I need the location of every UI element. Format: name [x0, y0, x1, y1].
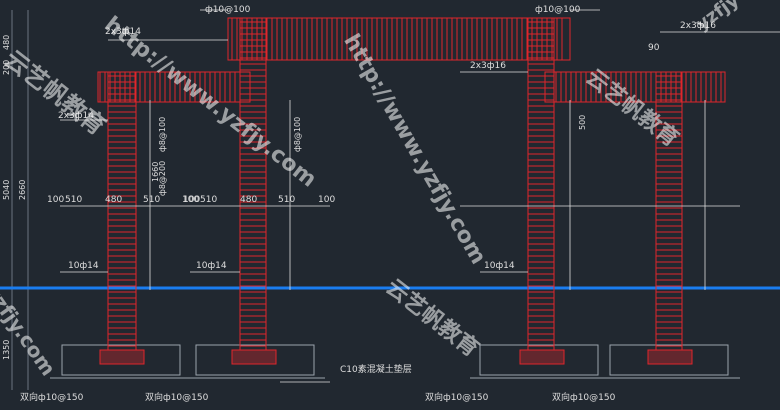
label-stirrup-top-right: ф10@100 — [535, 5, 581, 15]
label-dim-90: 90 — [648, 43, 660, 53]
label-bars-tl: 2x3ф14 — [105, 27, 141, 37]
label-base-bar-2: 双向ф10@150 — [145, 391, 209, 403]
label-stirrup-top-left: ф10@100 — [205, 5, 251, 15]
dim-label: 510 — [200, 195, 217, 205]
left-vertical-dims: 480 200 5040 2660 1350 — [2, 35, 27, 360]
dim-label: 510 — [143, 195, 160, 205]
label-bars-left: 2x3ф14 — [58, 111, 94, 121]
label-main-bar-left: 10ф14 — [68, 261, 99, 271]
label-stirrup-v2: ф8@200 — [158, 161, 167, 196]
dim-label: 100 — [318, 195, 335, 205]
dim-label: 100 — [183, 195, 200, 205]
label-base-bar-4: 双向ф10@150 — [552, 391, 616, 403]
label-main-bar-right: 10ф14 — [484, 261, 515, 271]
label-pad-note: C10素混凝土垫层 — [340, 363, 412, 375]
dim-label: 200 — [2, 60, 11, 75]
label-bars-tr: 2x3ф16 — [680, 21, 716, 31]
label-base-bar-3: 双向ф10@150 — [425, 391, 489, 403]
dimension-lines — [60, 9, 780, 383]
label-v-500: 500 — [578, 115, 587, 130]
label-stirrup-v3: ф8@100 — [293, 117, 302, 152]
dim-label: 100 — [182, 195, 199, 205]
stirrup-lines — [99, 18, 722, 347]
dim-label: 510 — [65, 195, 82, 205]
dim-label: 100 — [47, 195, 64, 205]
label-base-bar-1: 双向ф10@150 — [20, 391, 84, 403]
dim-label: 1350 — [2, 340, 11, 360]
dim-label: 480 — [2, 35, 11, 50]
foundations — [50, 344, 740, 379]
frame-outline — [11, 10, 29, 390]
dim-label: 480 — [240, 195, 257, 205]
dim-label: 5040 — [2, 180, 11, 200]
label-main-bar-left2: 10ф14 — [196, 261, 227, 271]
label-v-1660: 1660 — [151, 162, 160, 182]
label-bars-center: 2x3ф16 — [470, 61, 506, 71]
label-stirrup-v1: ф8@100 — [158, 117, 167, 152]
dim-label: 2660 — [18, 180, 27, 200]
dim-label: 480 — [105, 195, 122, 205]
dim-label: 510 — [278, 195, 295, 205]
